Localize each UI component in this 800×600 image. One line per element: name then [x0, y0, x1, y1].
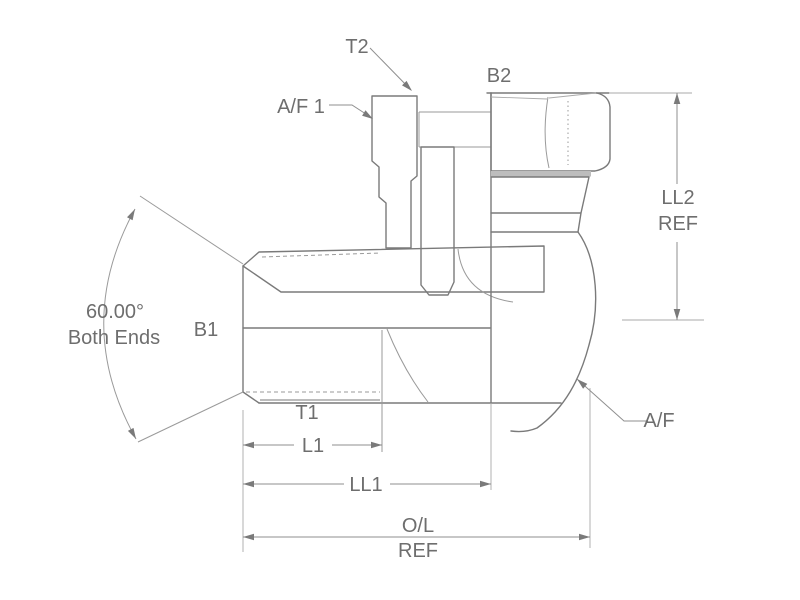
- leader-af: [576, 378, 648, 422]
- arrowhead: [243, 441, 254, 449]
- arrowhead: [243, 533, 254, 541]
- hex-nut-outline: [490, 92, 611, 172]
- arrowhead: [673, 93, 681, 104]
- arrowhead: [579, 533, 590, 541]
- angle-arc: [103, 208, 137, 440]
- hex-facet-edge: [544, 96, 550, 169]
- label-t2: T2: [345, 36, 368, 58]
- arrowhead: [127, 209, 135, 221]
- dimension-lines: [243, 93, 681, 541]
- thread-crest-line-top: [261, 252, 381, 258]
- stud-section-hatch: [371, 95, 418, 249]
- swivel-nut-and-ball: [486, 92, 611, 433]
- dim-text-ll2-ref: REF: [658, 213, 698, 235]
- label-af1: A/F 1: [277, 96, 325, 118]
- vertical-port-section: [371, 95, 491, 296]
- dim-text-ll1: LL1: [349, 474, 382, 496]
- arrowhead: [577, 379, 588, 389]
- arrowhead: [362, 110, 373, 119]
- arrowhead: [480, 480, 491, 488]
- ball-end-arc: [510, 231, 597, 433]
- throat-fillet-curve: [457, 248, 514, 303]
- dim-text-angle-qualifier: Both Ends: [68, 327, 160, 349]
- angle-line-upper: [139, 195, 244, 265]
- fitting-body: [242, 92, 562, 452]
- dim-text-ol: O/L: [402, 515, 434, 537]
- bore-transition-curve: [386, 328, 429, 403]
- label-b1: B1: [194, 319, 218, 341]
- dim-text-ol-ref: REF: [398, 540, 438, 562]
- hex-top-facet-edges: [490, 92, 597, 100]
- extension-lines: [242, 92, 704, 552]
- arrowhead: [371, 441, 382, 449]
- dim-text-l1: L1: [302, 435, 324, 457]
- arrowhead: [243, 480, 254, 488]
- dim-text-angle: 60.00°: [86, 301, 144, 323]
- angle-callout: [103, 195, 244, 443]
- port-bore-step-top: [418, 111, 491, 148]
- label-af: A/F: [643, 410, 674, 432]
- washer-face-band: [491, 171, 591, 177]
- arrowhead: [673, 309, 681, 320]
- leader-t2: [369, 47, 412, 91]
- label-b2: B2: [487, 65, 511, 87]
- arrowhead: [402, 80, 412, 91]
- angle-line-lower: [137, 391, 244, 443]
- drawing-labels: T2 B2 A/F 1 LL2 REF 60.00° Both Ends B1 …: [68, 36, 698, 562]
- leader-lines: [329, 47, 648, 422]
- wedge-insert-section-hatch: [420, 146, 455, 296]
- label-t1: T1: [295, 402, 318, 424]
- upper-wall-section-hatch: [242, 245, 545, 293]
- nut-skirt-outline: [490, 176, 590, 233]
- thread-end-face: [242, 265, 260, 404]
- dim-text-ll2: LL2: [661, 187, 694, 209]
- arrowhead: [127, 427, 136, 439]
